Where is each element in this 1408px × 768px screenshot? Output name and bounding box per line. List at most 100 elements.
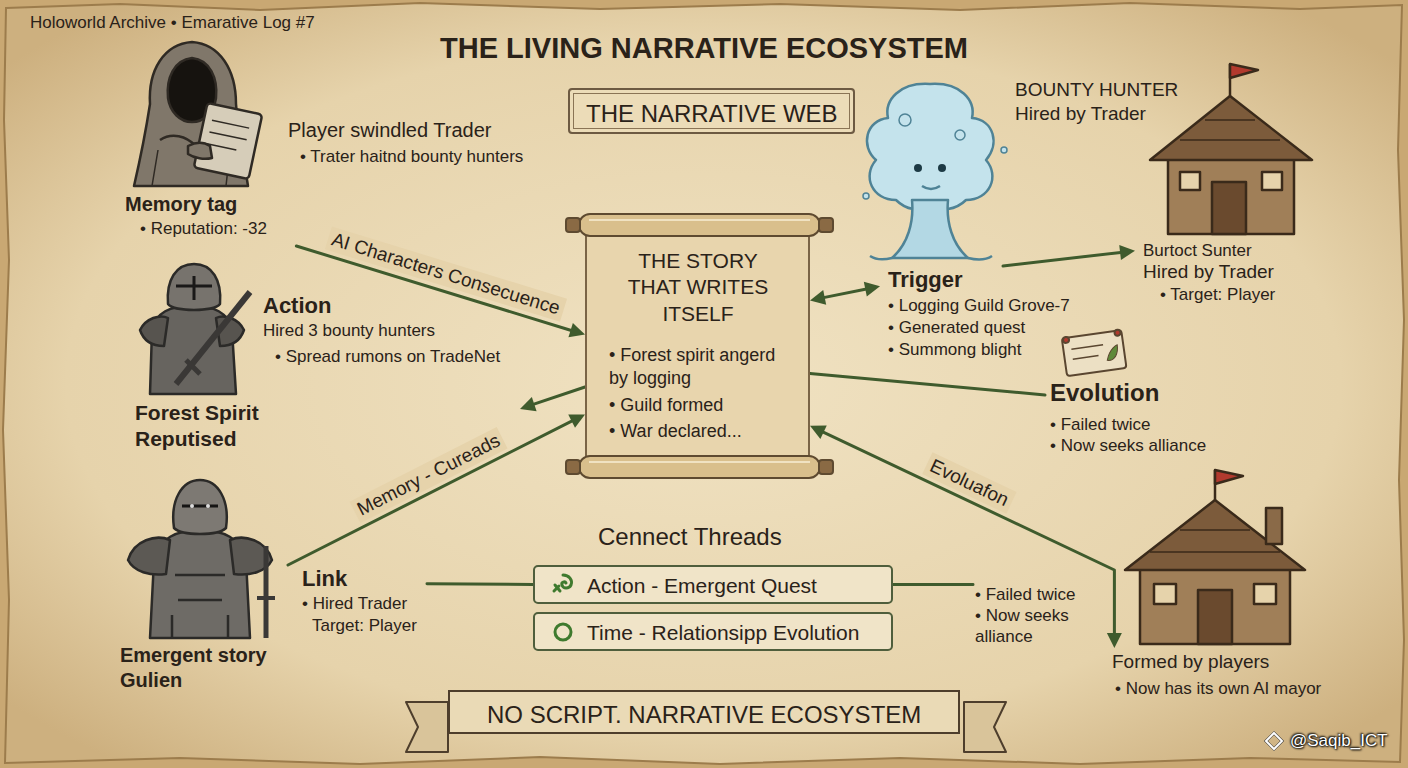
node-text: • Reputation: -32 <box>140 218 267 239</box>
thread-box: Action - Emergent Quest <box>533 565 893 604</box>
node-text: Player swindled Trader <box>288 118 491 143</box>
tree-spirit-figure-part <box>892 200 968 258</box>
arrow-head <box>568 323 585 337</box>
node-text: Memory tag <box>125 192 237 217</box>
node-text: Hired 3 bounty hunters <box>263 320 435 341</box>
arrow-head <box>810 290 826 305</box>
watermark-icon-part <box>1266 733 1282 749</box>
tree-spirit-figure-part <box>870 256 992 259</box>
tree-spirit-figure-part <box>914 164 922 172</box>
thread-box: Time - Relationsipp Evolution <box>533 612 893 651</box>
scroll-roll-part <box>819 460 833 474</box>
watermark-icon <box>1266 733 1282 749</box>
note-label: BOUNTY HUNTER Hired by Trader <box>1015 78 1200 126</box>
tree-spirit-figure-part <box>955 130 965 140</box>
node-text: THE STORY THAT WRITES ITSELF <box>613 248 783 327</box>
tree-spirit-figure-part <box>1001 147 1007 153</box>
connector-line <box>819 430 1114 638</box>
connector-line <box>893 583 973 586</box>
node-text: • War declared... <box>609 420 742 443</box>
knight-figure <box>140 264 250 394</box>
tree-spirit-figure-part <box>899 114 911 126</box>
armored-knight-figure-part <box>264 546 269 638</box>
scroll-roll-part <box>589 461 810 463</box>
tree-spirit-figure-part <box>938 164 946 172</box>
knight-figure-part <box>176 292 250 384</box>
house-figure-part <box>1168 150 1294 234</box>
connector-arrow <box>427 583 533 585</box>
thread-icon-part <box>562 575 572 588</box>
hooded-figure-part <box>188 143 212 159</box>
tree-spirit-figure-part <box>863 193 869 199</box>
watermark-icon-part <box>1266 733 1282 749</box>
armored-knight-figure-part <box>182 505 218 508</box>
ribbon-tail-part <box>964 702 1006 752</box>
character-group: Player swindled Trader • Trater haitnd bo… <box>120 112 540 246</box>
scroll-roll-part <box>819 218 833 232</box>
knight-figure-part <box>186 360 200 374</box>
node-text: • Spread rumons on TradeNet <box>275 346 500 367</box>
node-text: Time - Relationsipp Evolution <box>587 620 859 646</box>
note-label: Cennect Threads <box>598 522 782 552</box>
thread-icon <box>549 618 577 646</box>
ribbon-banner: NO SCRIPT. NARRATIVE ECOSYSTEM <box>448 690 960 734</box>
house-figure-part <box>1266 508 1282 544</box>
tree-spirit-figure-part <box>922 186 940 189</box>
node-text: Link <box>302 565 347 593</box>
banner-box: THE NARRATIVE WEB <box>568 88 855 134</box>
house-figure-part <box>1198 590 1232 644</box>
node-text: • Now seeks alliance <box>1050 435 1206 456</box>
node-text: • Trater haitnd bounty hunters <box>300 146 523 167</box>
house-figure-part <box>1154 584 1176 604</box>
connector-arrow <box>810 373 1045 395</box>
node-text: • Now has its own AI mayor <box>1115 678 1321 699</box>
note-label: Holoworld Archive • Emarative Log #7 <box>30 12 315 33</box>
scroll-icon-part <box>1062 330 1127 376</box>
hooded-figure-part-part <box>194 103 262 179</box>
connector-arrow <box>810 282 880 305</box>
node-text: • Failed twice <box>975 584 1075 605</box>
node-text: • Forest spirit angerd by logging <box>609 344 779 389</box>
scroll-roll <box>565 210 834 240</box>
connector-arrow <box>288 414 585 565</box>
knight-figure-part <box>140 317 168 347</box>
node-text: • Target: Player <box>1160 284 1275 305</box>
character-group: Evolution• Failed twice• Now seeks allia… <box>1045 378 1245 463</box>
armored-knight-figure-part <box>190 504 194 508</box>
scroll-box: THE STORY THAT WRITES ITSELF • Forest spi… <box>585 232 810 460</box>
scroll-roll-part <box>579 456 820 478</box>
armored-knight-figure-part <box>128 538 170 575</box>
hooded-figure-part <box>194 103 262 179</box>
scroll-icon-part <box>1114 329 1121 336</box>
scroll-icon-part <box>1063 337 1070 344</box>
character-group: Formed by players• Now has its own AI ma… <box>1105 648 1340 706</box>
node-text: • Now seeks alliance <box>975 605 1080 648</box>
knight-figure-part <box>168 264 221 310</box>
house-figure-part <box>1125 500 1305 570</box>
connector-line <box>530 387 586 406</box>
node-text: • Generated quest <box>888 317 1025 338</box>
house-figure-part <box>1254 584 1276 604</box>
character-group: Trigger• Logging Guild Grove-7• Generate… <box>880 266 1085 367</box>
node-text: Action <box>263 292 331 320</box>
hooded-figure-part-part <box>207 120 249 151</box>
node-text: Hired by Trader <box>1143 260 1274 284</box>
edge-label: AI Characters Consecuence <box>325 226 567 321</box>
connector-line <box>1003 252 1125 266</box>
node-text: • Guild formed <box>609 394 723 417</box>
house-figure-part <box>1230 64 1258 78</box>
house-figure-part <box>1140 560 1290 644</box>
parchment-illustration-part <box>3 3 1404 764</box>
note-group: • Failed twice• Now seeks alliance <box>973 580 1090 654</box>
arrow-head <box>1119 245 1135 260</box>
connector-arrow <box>520 387 585 411</box>
scroll-roll-part <box>579 214 820 236</box>
house-figure-part <box>1150 530 1280 552</box>
ribbon-tail-part <box>406 702 448 752</box>
character-group: ActionHired 3 bounty hunters • Spread rum… <box>130 292 520 459</box>
thread-icon <box>549 571 577 599</box>
scroll-roll-part <box>566 460 580 474</box>
